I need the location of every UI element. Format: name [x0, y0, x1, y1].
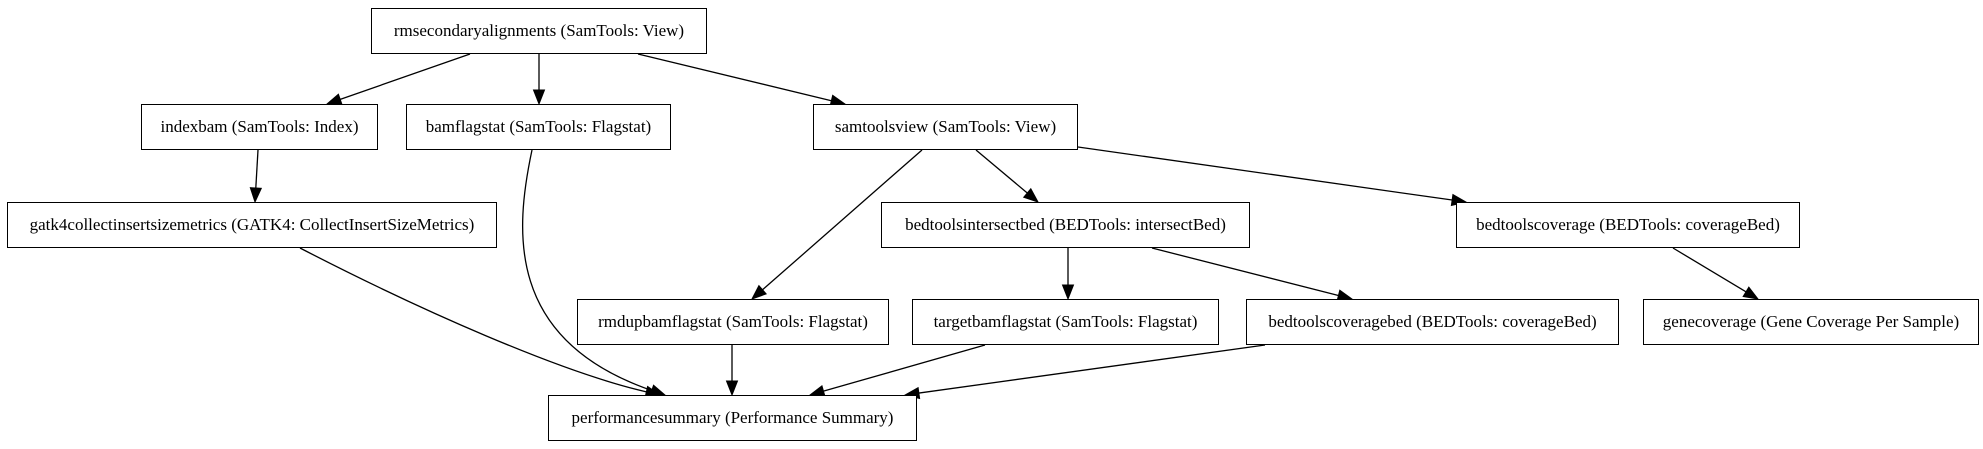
edge-rmsecondaryalignments-to-samtoolsview: [637, 53, 847, 107]
arrowhead-icon: [750, 284, 768, 300]
edge-line: [975, 149, 1028, 194]
edge-line: [823, 344, 986, 392]
edge-samtoolsview-to-bedtoolscoverage: [1077, 146, 1468, 207]
edge-line: [1151, 247, 1339, 297]
edge-line: [1077, 146, 1453, 201]
edge-line: [255, 149, 259, 189]
node-indexbam[interactable]: indexbam (SamTools: Index): [141, 104, 378, 150]
arrowhead-icon: [325, 93, 343, 106]
edge-bedtoolsintersectbed-to-bedtoolscoveragebed: [1151, 247, 1354, 302]
edge-line: [522, 149, 652, 392]
node-rmsecondaryalignments[interactable]: rmsecondaryalignments (SamTools: View): [371, 8, 707, 54]
edge-line: [918, 344, 1266, 394]
edge-line: [1672, 247, 1747, 293]
arrowhead-icon: [1022, 187, 1040, 203]
node-bedtoolscoverage[interactable]: bedtoolscoverage (BEDTools: coverageBed): [1456, 202, 1800, 248]
node-genecoverage[interactable]: genecoverage (Gene Coverage Per Sample): [1643, 299, 1979, 345]
edge-line: [340, 53, 471, 100]
node-performancesummary[interactable]: performancesummary (Performance Summary): [548, 395, 917, 441]
edge-bedtoolscoverage-to-genecoverage: [1672, 247, 1760, 300]
arrowhead-icon: [249, 187, 263, 204]
edge-targetbamflagstat-to-performancesummary: [808, 344, 986, 398]
node-samtoolsview[interactable]: samtoolsview (SamTools: View): [813, 104, 1078, 150]
edge-rmdupbamflagstat-to-performancesummary: [725, 345, 739, 397]
node-targetbamflagstat[interactable]: targetbamflagstat (SamTools: Flagstat): [912, 299, 1219, 345]
edge-rmsecondaryalignments-to-bamflagstat: [532, 54, 546, 106]
arrowhead-icon: [1061, 284, 1075, 301]
edge-bedtoolscoveragebed-to-performancesummary: [903, 344, 1266, 400]
node-rmdupbamflagstat[interactable]: rmdupbamflagstat (SamTools: Flagstat): [577, 299, 889, 345]
edge-line: [637, 53, 832, 102]
node-gatk4collectinsertsizemetrics[interactable]: gatk4collectinsertsizemetrics (GATK4: Co…: [7, 202, 497, 248]
edge-bedtoolsintersectbed-to-targetbamflagstat: [1061, 248, 1075, 301]
edge-rmsecondaryalignments-to-indexbam: [325, 53, 471, 106]
arrowhead-icon: [532, 89, 546, 106]
node-bamflagstat[interactable]: bamflagstat (SamTools: Flagstat): [406, 104, 671, 150]
node-bedtoolsintersectbed[interactable]: bedtoolsintersectbed (BEDTools: intersec…: [881, 202, 1250, 248]
edge-indexbam-to-gatk4collectinsertsizemetrics: [249, 149, 263, 204]
edge-bamflagstat-to-performancesummary: [522, 149, 667, 397]
arrowhead-icon: [1742, 286, 1760, 300]
node-bedtoolscoveragebed[interactable]: bedtoolscoveragebed (BEDTools: coverageB…: [1246, 299, 1619, 345]
edge-samtoolsview-to-bedtoolsintersectbed: [975, 149, 1040, 203]
arrowhead-icon: [725, 380, 739, 397]
